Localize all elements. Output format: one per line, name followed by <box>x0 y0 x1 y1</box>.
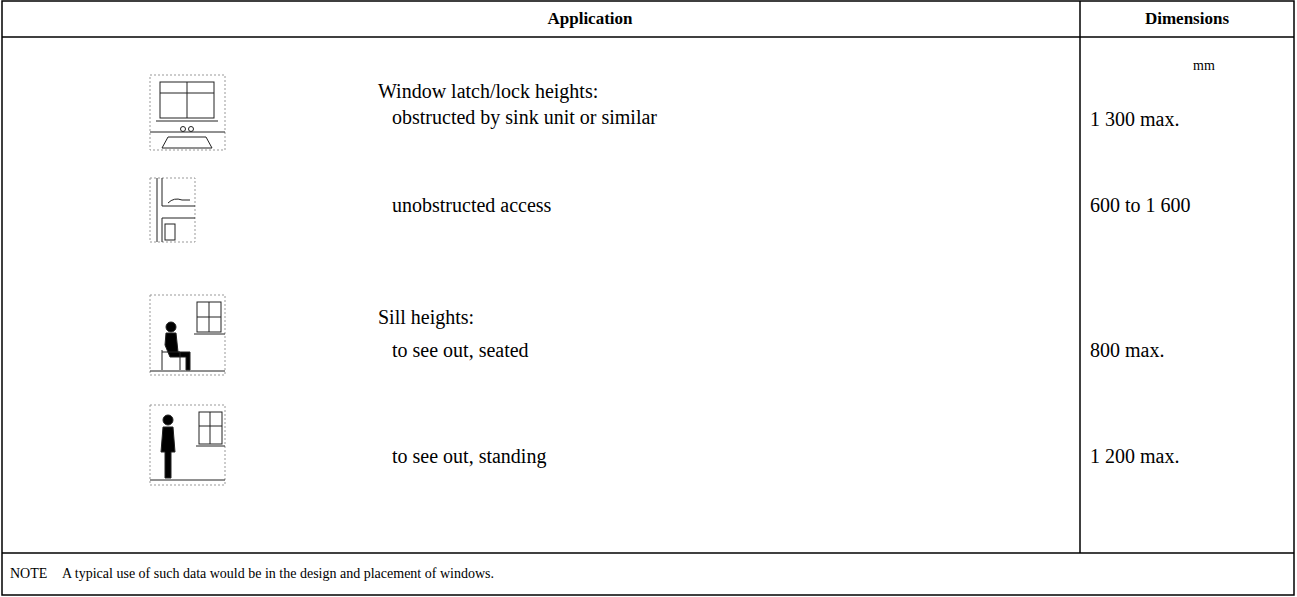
head <box>163 415 173 425</box>
hand <box>168 199 190 203</box>
transom <box>199 426 222 427</box>
window <box>197 302 221 332</box>
dimension: 800 max. <box>1090 338 1164 362</box>
sill <box>194 334 225 335</box>
wall <box>162 218 163 242</box>
table-cell: unobstructed access <box>392 193 551 217</box>
icon-frame <box>150 75 225 150</box>
table-cell: obstructed by sink unit or similar <box>392 105 657 129</box>
seated-figure-icon <box>150 295 225 375</box>
sink <box>162 137 212 148</box>
table-cell: Sill heights: <box>378 305 474 329</box>
column-header: Application <box>547 9 632 29</box>
sill <box>162 206 195 207</box>
column-header: Dimensions <box>1145 9 1229 29</box>
floor <box>150 371 225 372</box>
window <box>199 412 222 444</box>
column-rule <box>1079 1 1081 553</box>
icon-frame <box>150 405 225 485</box>
note-rule <box>2 552 1294 554</box>
wall <box>157 178 158 242</box>
icon-frame <box>150 178 195 242</box>
note-text: A typical use of such data would be in t… <box>62 566 494 583</box>
table-cell: to see out, seated <box>392 338 529 362</box>
wall <box>162 178 163 206</box>
floor <box>150 480 225 481</box>
dimension: 600 to 1 600 <box>1090 193 1191 217</box>
table-cell: Window latch/lock heights: <box>378 79 598 103</box>
head <box>166 322 176 332</box>
sill-section-icon <box>150 178 195 242</box>
chair <box>162 350 180 370</box>
unit-label: mm <box>1193 58 1215 75</box>
dimension: 1 300 max. <box>1090 107 1179 131</box>
sink-window-icon <box>150 75 225 150</box>
dimension: 1 200 max. <box>1090 444 1179 468</box>
transom <box>197 317 221 318</box>
sill <box>162 218 195 219</box>
header-rule <box>2 36 1294 38</box>
sill <box>156 121 218 122</box>
standing-figure-icon <box>150 405 225 485</box>
icon-frame <box>150 295 225 375</box>
body <box>161 427 175 478</box>
sill <box>196 446 225 447</box>
worktop <box>150 132 225 133</box>
table-cell: to see out, standing <box>392 444 546 468</box>
mullion <box>187 82 188 118</box>
tap <box>189 127 194 132</box>
note-label: NOTE <box>10 566 47 583</box>
transom <box>160 93 214 94</box>
tap <box>181 127 186 132</box>
window <box>160 82 214 118</box>
radiator <box>165 224 175 240</box>
mullion <box>210 412 211 444</box>
